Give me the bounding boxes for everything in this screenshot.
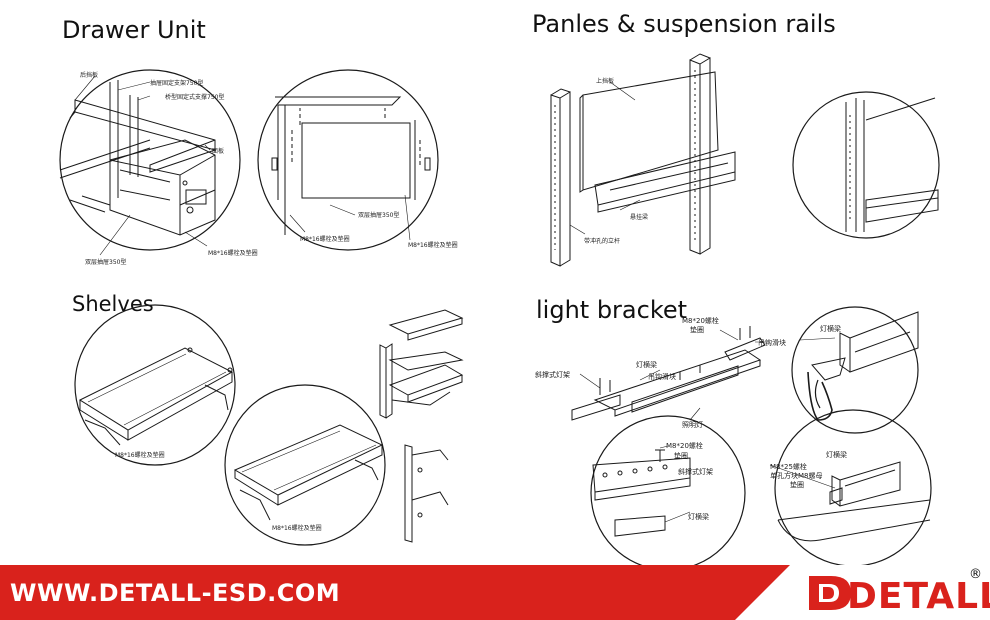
drawer-label-bolt-2: M8*16螺栓及垫圈 [300,236,350,243]
light-nut-detail-circle [774,409,932,565]
light-label-light-beam-4: 灯横梁 [826,451,847,459]
drawer-unit-title: Drawer Unit [62,16,206,44]
light-label-hook-slider-2: 吊钩滑块 [648,373,676,381]
drawer-label-double-drawer-1: 双层抽屉350型 [85,259,127,266]
shelves-drawing [74,304,464,546]
light-hook-detail-circle [791,306,919,434]
assembly-drawings [59,53,940,565]
light-bracket-drawing [571,306,932,565]
shelf-detail-circle-left [74,304,236,466]
light-label-washer-right: 垫圈 [790,481,804,489]
drawer-label-panel: 面板 [212,148,225,155]
light-bracket-title: light bracket [536,296,688,324]
panel-detail-circle [792,91,940,239]
light-label-slanted-frame-1: 斜撑式灯架 [535,371,570,379]
website-url-link[interactable]: WWW.DETALL-ESD.COM [10,579,341,607]
footer-band: WWW.DETALL-ESD.COM DETALL ® [0,565,990,620]
shelves-title: Shelves [72,292,154,316]
light-label-washer-top: 垫圈 [690,326,704,334]
panels-label-perforated-upright: 带冲孔的立杆 [584,238,621,245]
drawer-label-double-drawer-2: 双层抽屉350型 [358,212,400,219]
panels-label-upper-panel: 上挡板 [596,78,615,85]
shelves-label-bolt-2: M8*16螺栓及垫圈 [272,525,322,532]
light-label-square-nut: 单孔方块M8螺母 [770,472,823,480]
light-label-hook-slider-1: 吊钩滑块 [758,339,786,347]
light-label-m8x20-bolt-bottom: M8*20螺栓 [666,442,703,450]
light-label-m8x20-bolt-top: M8*20螺栓 [682,317,719,325]
shelves-label-bolt-1: M8*16螺栓及垫圈 [115,452,165,459]
light-label-lamp: 照明灯 [682,421,703,429]
panels-rails-drawing [550,53,940,267]
drawer-detail-circle-right [257,69,439,251]
light-bolt-detail-circle [590,415,746,565]
detall-logo: DETALL ® [803,567,990,617]
drawer-label-bolt-1: M8*16螺栓及垫圈 [208,250,258,257]
light-label-washer-bottom: 垫圈 [674,452,688,460]
drawer-label-fixed-bracket: 抽屉固定支架750型 [150,80,204,87]
light-label-light-beam-3: 灯横梁 [688,513,709,521]
light-label-m8x25-bolt: M8*25螺栓 [770,463,807,471]
panels-rails-title: Panles & suspension rails [532,10,836,38]
logo-d-emblem-icon [809,576,851,610]
panels-label-suspension-beam: 悬挂梁 [630,214,649,221]
shelf-detail-circle-right [224,384,386,546]
light-label-slanted-frame-2: 斜撑式灯架 [678,468,713,476]
drawer-label-bridge-support: 桥型固定式支撑750型 [165,94,225,101]
brand-name: DETALL [847,576,990,617]
drawer-unit-drawing [59,69,439,256]
drawer-detail-circle-left [59,69,241,251]
light-label-light-beam-1: 灯横梁 [636,361,657,369]
drawer-label-back-panel: 后挡板 [80,72,99,79]
registered-mark: ® [969,567,982,582]
light-label-light-beam-2: 灯横梁 [820,325,841,333]
drawer-label-bolt-3: M8*16螺栓及垫圈 [408,242,458,249]
